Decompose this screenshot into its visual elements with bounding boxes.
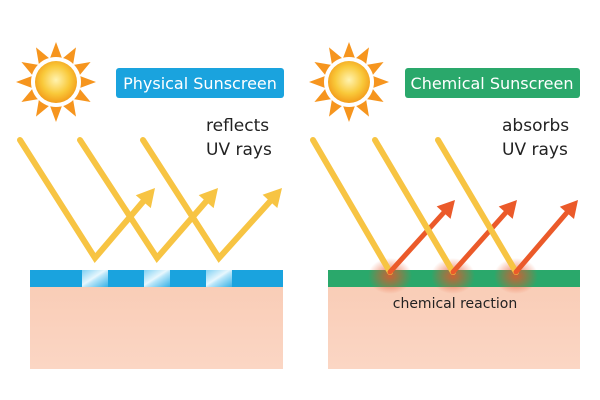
arrow-icon [498,200,517,219]
absorbs-caption-line1: absorbs [502,116,569,136]
sun-icon [16,42,96,122]
absorbed-uv-ray [372,137,517,275]
physical-sunscreen-panel: Physical Sunscreen reflects UV rays [16,42,284,369]
mineral-particle [144,270,170,287]
arrow-icon [559,200,578,219]
chemical-reaction-label: chemical reaction [393,296,517,312]
absorbs-caption-line2: UV rays [502,140,568,160]
sun-core [328,61,370,103]
sun-icon [309,42,389,122]
reaction-glow [494,258,538,294]
reflected-uv-ray [140,137,282,263]
reflected-ray-group [17,137,282,264]
absorbed-uv-ray [310,137,455,275]
reflects-caption-line1: reflects [206,116,269,136]
arrow-icon [262,188,282,209]
absorbed-uv-ray [435,137,578,275]
skin-layer [30,287,283,369]
mineral-particle [82,270,108,287]
chemical-sunscreen-title: Chemical Sunscreen [411,74,574,93]
skin-layer [328,287,580,369]
physical-sunscreen-badge [116,68,284,98]
reaction-glow [431,258,475,294]
absorbed-ray-group [310,137,578,275]
physical-sunscreen-title: Physical Sunscreen [123,74,277,93]
arrow-icon [436,200,455,219]
reaction-glow [368,258,412,294]
arrow-icon [198,188,218,209]
mineral-particle [206,270,232,287]
reflected-uv-ray [17,137,155,264]
chemical-sunscreen-badge [405,68,580,98]
chemical-sunscreen-panel: chemical reaction Chemical Sunscreen abs… [309,42,580,369]
reflects-caption-line2: UV rays [206,140,272,160]
arrow-icon [135,188,155,209]
sun-core [35,61,77,103]
